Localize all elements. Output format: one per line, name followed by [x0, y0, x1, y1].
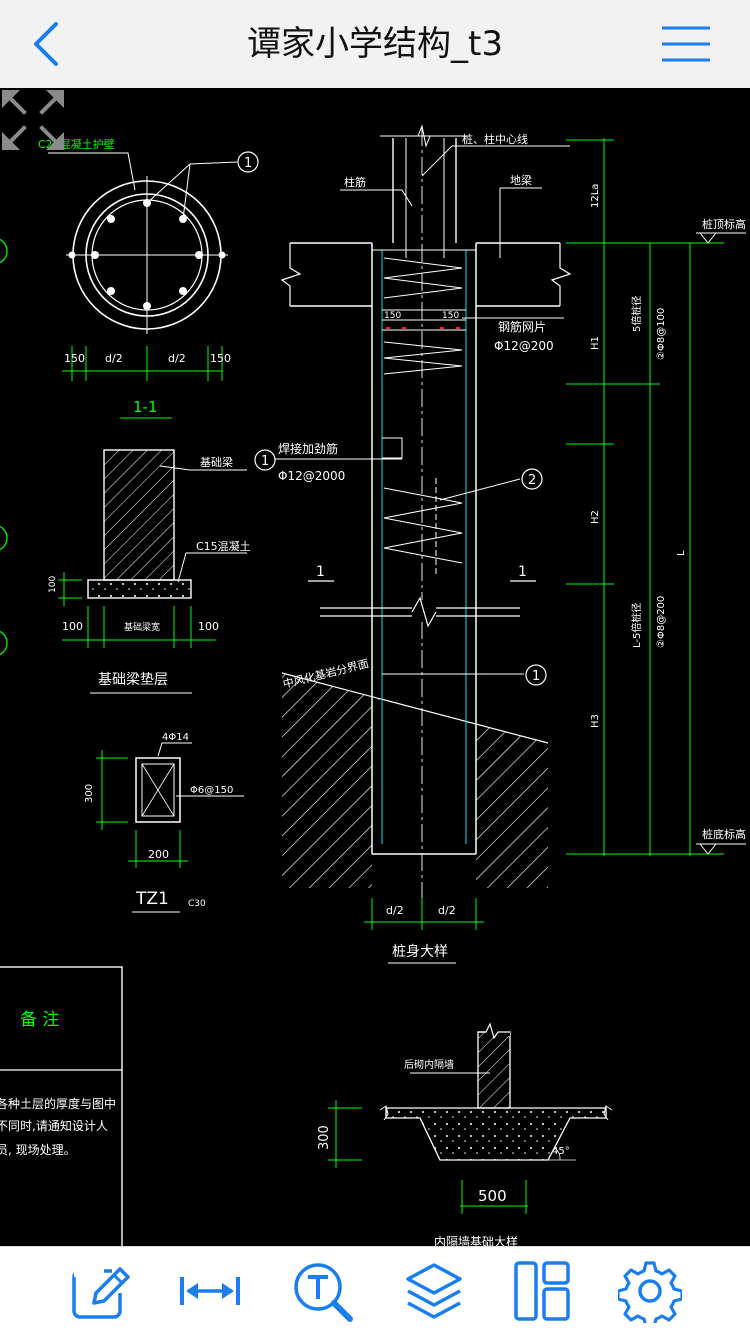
svg-text:钢筋网片: 钢筋网片	[498, 319, 546, 334]
svg-text:d/2: d/2	[168, 352, 186, 365]
foundation-beam-section: 基础梁 C15混凝土 100 100 基础梁宽 100 基础梁垫层	[48, 449, 251, 694]
settings-gear-icon[interactable]	[618, 1259, 682, 1323]
svg-text:不同时,请通知设计人: 不同时,请通知设计人	[0, 1119, 108, 1133]
pile-body-detail: 中风化基岩分界面 150 150	[254, 124, 746, 964]
svg-text:内隔墙基础大样: 内隔墙基础大样	[434, 1234, 518, 1246]
svg-text:1: 1	[261, 454, 269, 469]
svg-text:500: 500	[478, 1187, 507, 1205]
svg-text:②Φ8@200: ②Φ8@200	[656, 596, 667, 648]
svg-text:100: 100	[198, 620, 219, 633]
svg-text:100: 100	[48, 576, 58, 593]
svg-text:C15混凝土: C15混凝土	[196, 539, 251, 553]
svg-text:L-5倍桩径: L-5倍桩径	[630, 603, 643, 648]
svg-text:1: 1	[244, 156, 252, 171]
svg-text:基础梁宽: 基础梁宽	[124, 621, 160, 633]
edit-icon[interactable]	[68, 1259, 132, 1323]
svg-text:基础梁垫层: 基础梁垫层	[98, 671, 168, 688]
svg-text:12La: 12La	[590, 184, 601, 208]
svg-text:桩、柱中心线: 桩、柱中心线	[462, 132, 528, 146]
svg-text:300: 300	[84, 784, 95, 803]
bottom-toolbar	[0, 1246, 750, 1335]
svg-text:4Φ14: 4Φ14	[162, 732, 189, 743]
svg-text:C30: C30	[188, 899, 206, 909]
svg-text:150: 150	[64, 352, 85, 365]
svg-text:H3: H3	[590, 714, 601, 728]
partition-wall-foundation: 后砌内隔墙 300 500 45° 内隔墙基础大样	[317, 1022, 613, 1246]
back-chevron-icon[interactable]	[22, 18, 72, 70]
tz1-column-section: 4Φ14 Φ6@150 300 200 TZ1 C30	[84, 732, 244, 913]
cad-drawing: C20混凝土护壁 1 150 d/2 d/2 150 1-1 基础梁 C15混凝…	[0, 124, 746, 1246]
svg-text:1: 1	[316, 564, 325, 580]
svg-text:基础梁: 基础梁	[200, 455, 233, 469]
svg-text:各种土层的厚度与图中: 各种土层的厚度与图中	[0, 1096, 116, 1111]
svg-text:2: 2	[528, 473, 536, 488]
svg-text:200: 200	[148, 848, 169, 861]
svg-text:Φ6@150: Φ6@150	[190, 785, 233, 796]
svg-text:L: L	[676, 550, 687, 556]
svg-text:Φ12@2000: Φ12@2000	[278, 469, 345, 483]
svg-text:5倍桩径: 5倍桩径	[630, 296, 643, 332]
svg-text:H2: H2	[590, 510, 601, 524]
svg-text:TZ1: TZ1	[135, 889, 169, 909]
fullscreen-expand-icon[interactable]	[0, 88, 66, 152]
svg-text:员, 现场处理。: 员, 现场处理。	[0, 1143, 76, 1157]
svg-text:d/2: d/2	[386, 904, 404, 917]
notes-table: 备 注 各种土层的厚度与图中 不同时,请通知设计人 员, 现场处理。	[0, 966, 123, 1246]
svg-text:Φ12@200: Φ12@200	[494, 339, 554, 353]
svg-text:300: 300	[317, 1125, 332, 1150]
svg-text:桩底标高: 桩底标高	[702, 827, 746, 841]
svg-text:地梁: 地梁	[510, 173, 532, 187]
svg-text:100: 100	[62, 620, 83, 633]
measure-distance-icon[interactable]	[178, 1259, 242, 1323]
svg-text:1-1: 1-1	[133, 398, 158, 416]
svg-text:1: 1	[532, 669, 540, 684]
pile-cross-section: C20混凝土护壁 1 150 d/2 d/2 150 1-1	[38, 137, 259, 419]
page-title: 谭家小学结构_t3	[247, 24, 503, 64]
svg-text:H1: H1	[590, 336, 601, 350]
navigation-bar: 谭家小学结构_t3	[0, 0, 750, 89]
cad-drawing-canvas[interactable]: C20混凝土护壁 1 150 d/2 d/2 150 1-1 基础梁 C15混凝…	[0, 88, 750, 1246]
svg-text:焊接加劲筋: 焊接加劲筋	[278, 441, 338, 456]
svg-text:150: 150	[210, 352, 231, 365]
svg-text:后砌内隔墙: 后砌内隔墙	[404, 1058, 454, 1071]
svg-text:45°: 45°	[552, 1146, 570, 1157]
layout-panel-icon[interactable]	[510, 1259, 574, 1323]
svg-text:备 注: 备 注	[20, 1010, 59, 1030]
svg-text:1: 1	[518, 564, 527, 580]
svg-text:d/2: d/2	[438, 904, 456, 917]
hamburger-menu-icon[interactable]	[660, 24, 712, 64]
svg-text:d/2: d/2	[105, 352, 123, 365]
svg-text:150: 150	[442, 311, 459, 321]
svg-text:②Φ8@100: ②Φ8@100	[656, 308, 667, 360]
svg-text:150: 150	[384, 311, 401, 321]
layers-icon[interactable]	[402, 1259, 466, 1323]
svg-text:柱筋: 柱筋	[344, 175, 366, 189]
svg-text:桩身大样: 桩身大样	[392, 943, 448, 960]
text-search-icon[interactable]	[290, 1259, 354, 1323]
svg-text:桩顶标高: 桩顶标高	[702, 217, 746, 231]
